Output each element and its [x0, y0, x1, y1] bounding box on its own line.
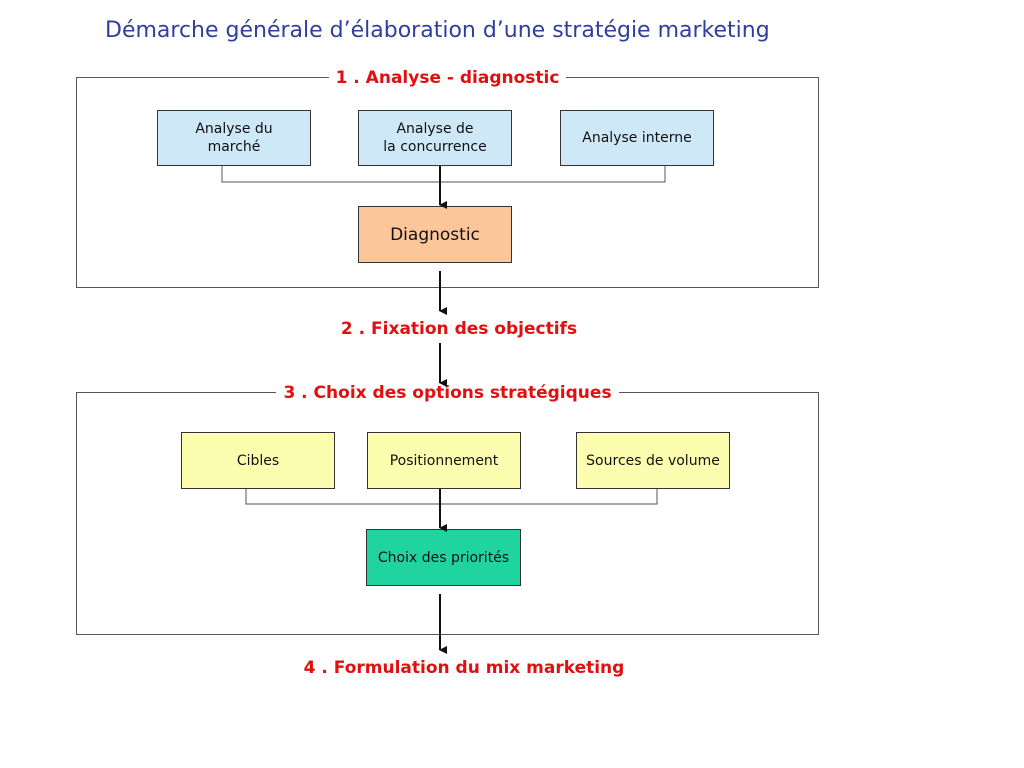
competition-analysis-line2: la concurrence	[383, 139, 487, 155]
options-bracket-line	[245, 489, 658, 505]
analysis-bracket-line	[221, 166, 666, 183]
section-options-label: 3 . Choix des options stratégiques	[76, 381, 819, 405]
section-objectives-label: 2 . Fixation des objectifs	[340, 319, 578, 339]
priorities-box: Choix des priorités	[366, 529, 521, 586]
section-options-text: 3 . Choix des options stratégiques	[276, 383, 619, 403]
targets-text: Cibles	[236, 452, 280, 469]
priorities-text: Choix des priorités	[377, 549, 510, 566]
market-analysis-box: Analyse du marché	[157, 110, 311, 166]
competition-analysis-box: Analyse de la concurrence	[358, 110, 512, 166]
targets-box: Cibles	[181, 432, 335, 489]
diagnostic-box: Diagnostic	[358, 206, 512, 263]
section-mix-label: 4 . Formulation du mix marketing	[303, 658, 625, 678]
positioning-text: Positionnement	[389, 452, 499, 469]
market-analysis-line2: marché	[207, 139, 261, 155]
section-analysis-label: 1 . Analyse - diagnostic	[76, 66, 819, 90]
section-analysis-text: 1 . Analyse - diagnostic	[328, 68, 567, 88]
positioning-box: Positionnement	[367, 432, 521, 489]
market-analysis-line1: Analyse du	[195, 121, 273, 137]
internal-analysis-box: Analyse interne	[560, 110, 714, 166]
volume-sources-text: Sources de volume	[586, 452, 720, 469]
competition-analysis-line1: Analyse de	[396, 121, 474, 137]
diagnostic-text: Diagnostic	[390, 224, 480, 245]
page-title: Démarche générale d’élaboration d’une st…	[105, 18, 770, 43]
internal-analysis-text: Analyse interne	[582, 130, 692, 146]
volume-sources-box: Sources de volume	[576, 432, 730, 489]
